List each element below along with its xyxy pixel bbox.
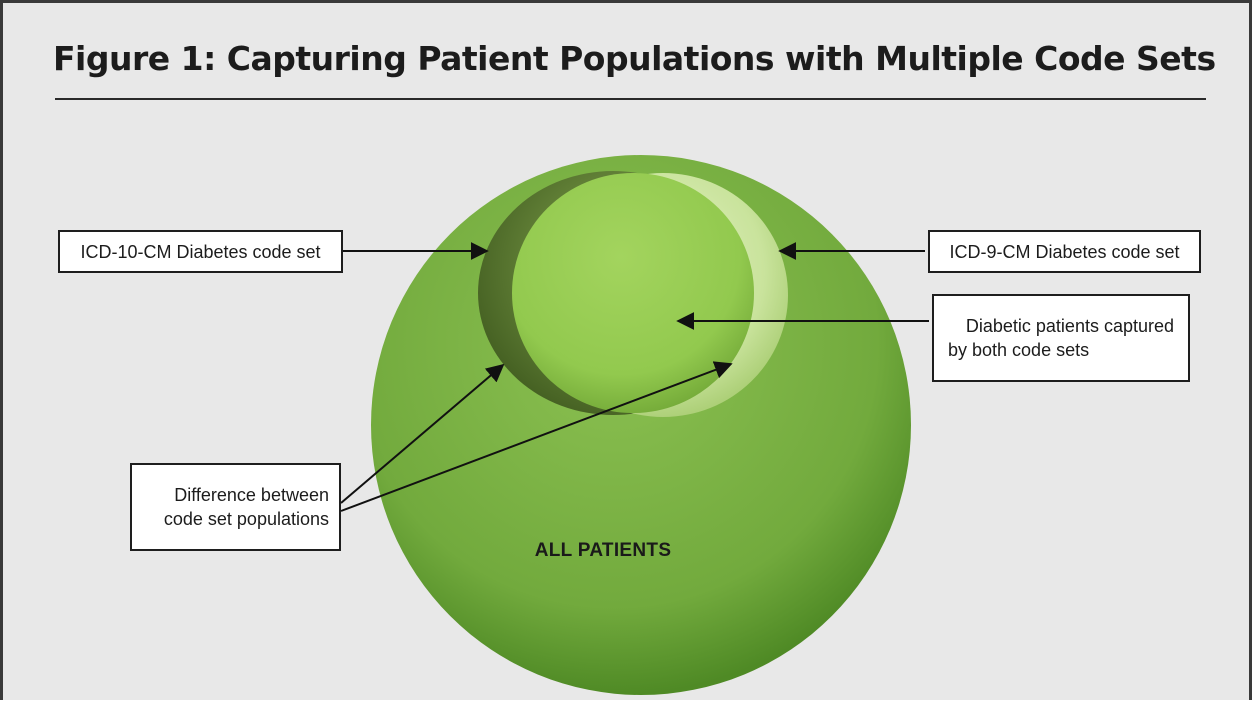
arrow-difference-dark: [340, 363, 505, 504]
figure-title: Figure 1: Capturing Patient Populations …: [53, 39, 1216, 78]
icd10-label-box: ICD-10-CM Diabetes code set: [58, 230, 343, 273]
venn-diagram: [340, 155, 929, 695]
both-label-line-1: Diabetic patients captured: [965, 316, 1174, 336]
difference-label-line-1: Difference between: [174, 485, 329, 505]
icd10-label: ICD-10-CM Diabetes code set: [80, 241, 321, 262]
title-divider: [55, 98, 1206, 100]
both-label-line-2: by both code sets: [948, 340, 1090, 360]
all-patients-label: ALL PATIENTS: [534, 540, 672, 561]
icd9-label-box: ICD-9-CM Diabetes code set: [928, 230, 1201, 273]
both-code-sets-label-box: Diabetic patients captured by both code …: [932, 294, 1190, 382]
icd9-label: ICD-9-CM Diabetes code set: [949, 241, 1180, 262]
difference-label-box: Difference between code set populations: [130, 463, 341, 551]
difference-label-line-2: code set populations: [163, 509, 329, 529]
arrow-difference-light: [340, 361, 733, 512]
overlap-circle: [512, 173, 754, 413]
